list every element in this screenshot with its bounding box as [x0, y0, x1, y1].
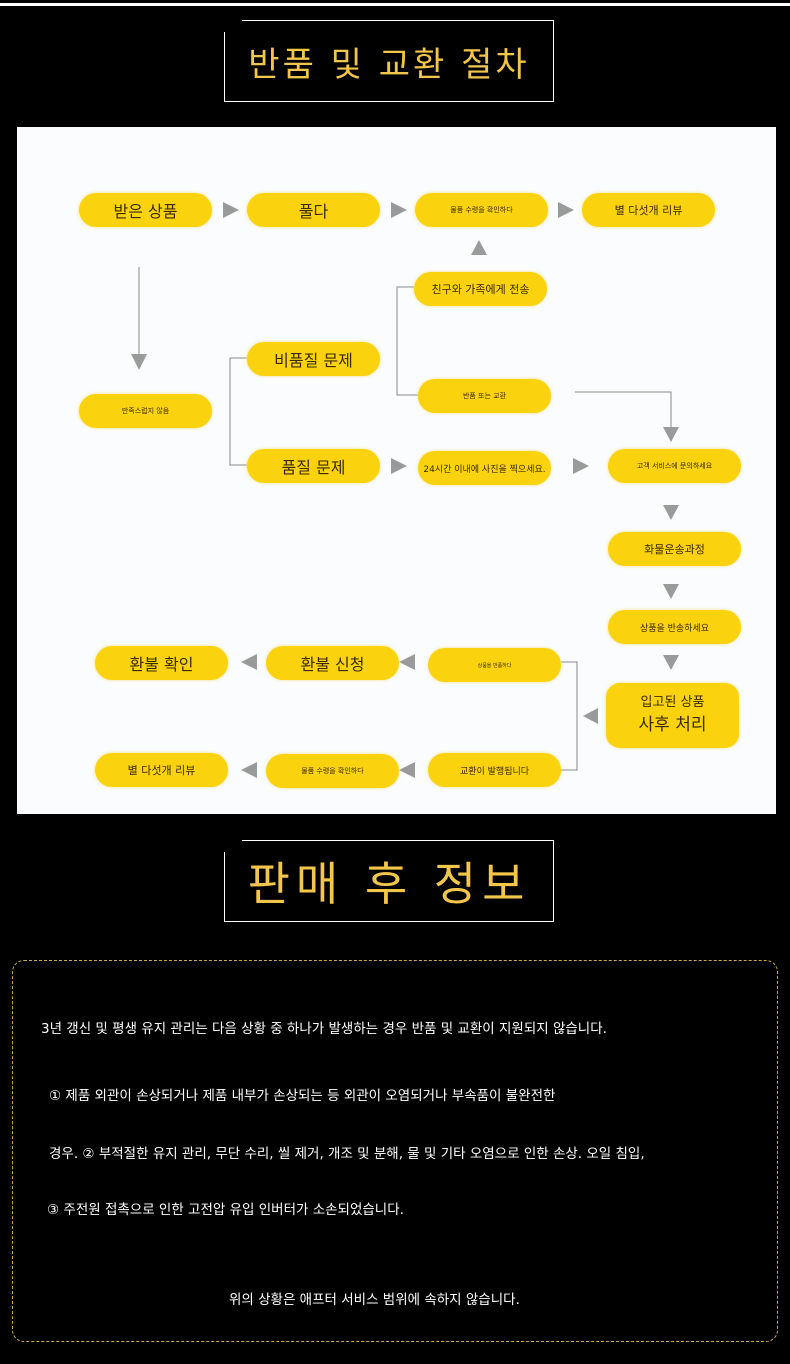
- arrow-up-icon: [471, 240, 487, 255]
- node-warehoused: 입고된 상품 사후 처리: [606, 683, 739, 748]
- section-title-after-sales: 판매 후 정보: [224, 840, 554, 922]
- node-non-quality: 비품질 문제: [247, 342, 380, 376]
- node-refund-confirm: 환불 확인: [95, 646, 228, 680]
- notes-item-1: ① 제품 외관이 손상되거나 제품 내부가 손상되는 등 외관이 오염되거나 부…: [49, 1088, 556, 1104]
- node-share: 친구와 가족에게 전송: [414, 272, 547, 306]
- arrow-right-icon: [391, 458, 407, 474]
- arrow-right-icon: [223, 202, 239, 218]
- return-flowchart: 받은 상품 풀다 물품 수령을 확인하다 별 다섯개 리뷰 친구와 가족에게 전…: [17, 127, 776, 814]
- notes-item-3: ③ 주전원 접촉으로 인한 고전압 유입 인버터가 소손되었습니다.: [47, 1202, 404, 1218]
- node-exchange-issued: 교환이 발행됩니다: [428, 753, 561, 787]
- notes-item-2: 경우. ② 부적절한 유지 관리, 무단 수리, 씰 제거, 개조 및 분해, …: [49, 1146, 645, 1162]
- arrow-down-icon: [663, 584, 679, 599]
- arrow-down-icon: [663, 427, 679, 442]
- node-shipping: 화물운송과정: [608, 532, 741, 566]
- arrow-down-icon: [663, 655, 679, 670]
- section-title-returns: 반품 및 교환 절차: [224, 20, 554, 102]
- node-warehoused-line2: 사후 처리: [638, 714, 707, 735]
- node-confirm-receipt: 물품 수령을 확인하다: [415, 193, 548, 227]
- after-sales-notes: 3년 갱신 및 평생 유지 관리는 다음 상황 중 하나가 발생하는 경우 반품…: [12, 960, 778, 1342]
- node-warehoused-line1: 입고된 상품: [640, 695, 705, 710]
- node-unsatisfied: 만족스럽지 않음: [79, 394, 212, 428]
- node-five-star-2: 별 다섯개 리뷰: [95, 753, 228, 787]
- node-quality: 품질 문제: [247, 449, 380, 483]
- arrow-left-icon: [399, 654, 415, 670]
- flow-connectors: [131, 202, 679, 778]
- node-return-item: 상품을 반품하다: [428, 648, 561, 682]
- arrow-left-icon: [241, 654, 257, 670]
- node-send-back: 상품을 반송하세요: [608, 610, 741, 644]
- arrow-left-icon: [583, 708, 598, 724]
- arrow-left-icon: [399, 762, 415, 778]
- node-confirm-receipt-2: 물품 수령을 확인하다: [266, 754, 399, 788]
- node-five-star: 별 다섯개 리뷰: [582, 193, 715, 227]
- node-unpack: 풀다: [247, 193, 380, 227]
- arrow-down-icon: [131, 354, 147, 370]
- arrow-right-icon: [558, 202, 574, 218]
- node-contact-cs: 고객 서비스에 문의하세요: [608, 449, 741, 483]
- notes-footer: 위의 상황은 애프터 서비스 범위에 속하지 않습니다.: [229, 1292, 520, 1308]
- node-photo: 24시간 이내에 사진을 찍으세요.: [418, 451, 551, 485]
- arrow-left-icon: [241, 762, 257, 778]
- arrow-right-icon: [391, 202, 407, 218]
- node-return-or-exchange: 반품 또는 교환: [418, 379, 551, 413]
- arrow-down-icon: [663, 505, 679, 520]
- node-received: 받은 상품: [79, 193, 212, 227]
- top-divider: [0, 3, 790, 6]
- node-refund-request: 환불 신청: [266, 646, 399, 680]
- notes-intro: 3년 갱신 및 평생 유지 관리는 다음 상황 중 하나가 발생하는 경우 반품…: [41, 1021, 607, 1037]
- arrow-right-icon: [573, 458, 589, 474]
